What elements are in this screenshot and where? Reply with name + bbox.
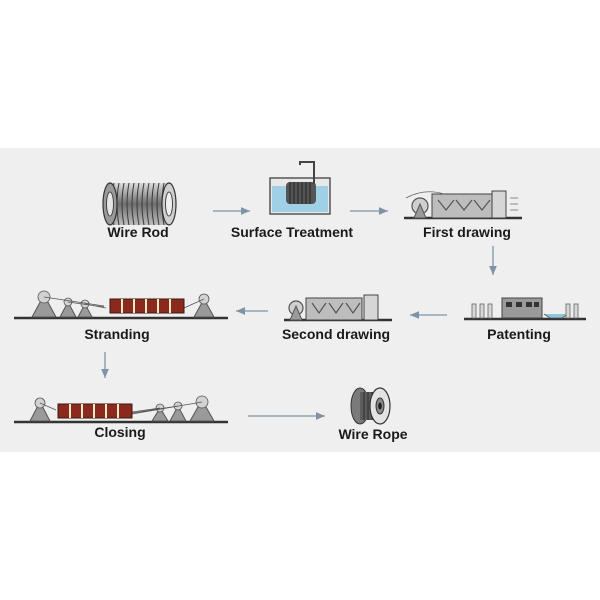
stage-label-surface-treatment: Surface Treatment: [230, 224, 354, 240]
rope-reel-icon: [350, 387, 391, 425]
coil-icon: [102, 182, 177, 226]
drawing-machine-icon: [284, 294, 392, 322]
stage-label-stranding: Stranding: [84, 326, 150, 342]
furnace-icon: [464, 297, 586, 321]
tank-icon: [269, 161, 331, 215]
stage-label-patenting: Patenting: [487, 326, 551, 342]
stage-label-closing: Closing: [94, 424, 146, 440]
stranding-machine-icon: [14, 290, 228, 320]
stage-label-wire-rod: Wire Rod: [107, 224, 169, 240]
closing-machine-icon: [14, 395, 228, 424]
drawing-machine-icon: [404, 190, 522, 220]
stage-label-first-drawing: First drawing: [423, 224, 511, 240]
stage-label-wire-rope: Wire Rope: [338, 426, 408, 442]
stage-label-second-drawing: Second drawing: [281, 326, 391, 342]
